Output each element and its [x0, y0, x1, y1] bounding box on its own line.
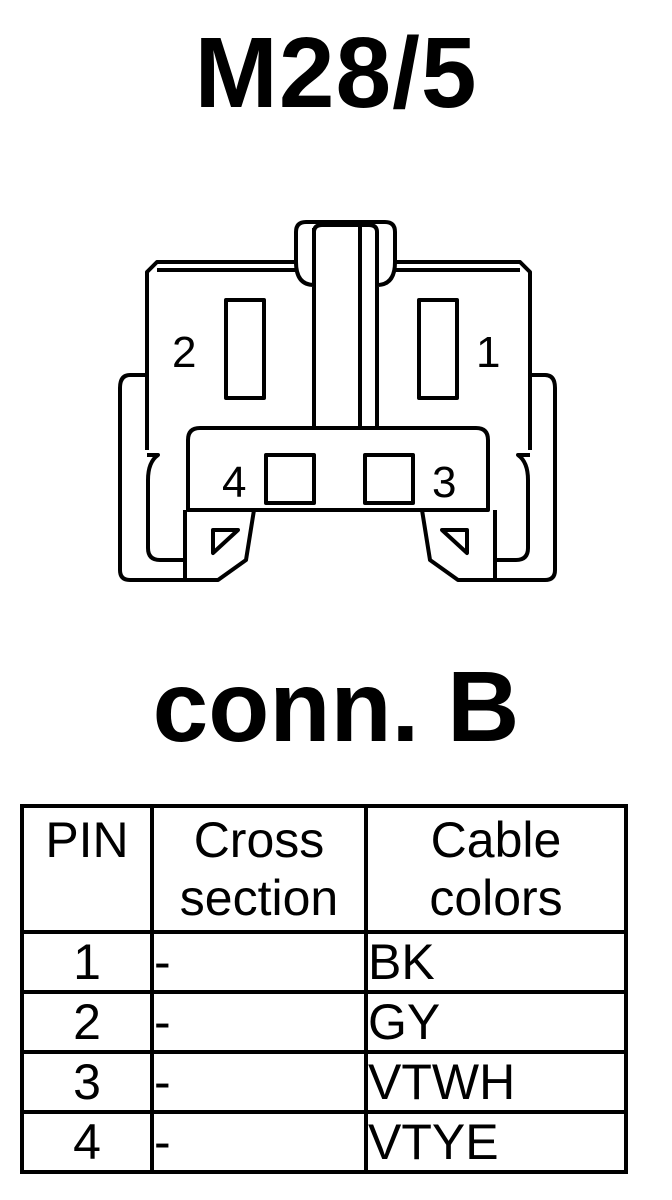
- right-flange: [495, 373, 557, 582]
- cable-color-cell: VTWH: [364, 1050, 628, 1114]
- pin-cell: 4: [20, 1110, 154, 1174]
- header-color-line2: colors: [429, 870, 563, 926]
- header-color-line1: Cable: [430, 812, 562, 868]
- cable-color-cell: BK: [364, 930, 628, 994]
- header-pin-line: PIN: [45, 812, 129, 868]
- table-row: 3 - VTWH: [20, 1050, 628, 1114]
- cross-section-cell: -: [150, 930, 368, 994]
- pin-4-cavity: [264, 453, 316, 505]
- table-row: 1 - BK: [20, 930, 628, 994]
- pin-table: PIN Cross section Cable colors 1 - BK 2 …: [20, 804, 628, 1174]
- connector-title: M28/5: [194, 17, 478, 129]
- cross-section-cell: -: [150, 1050, 368, 1114]
- pin-cell: 1: [20, 930, 154, 994]
- cable-color-cell: GY: [364, 990, 628, 1054]
- left-latch-tooth: [211, 528, 240, 555]
- pin-cell: 3: [20, 1050, 154, 1114]
- header-cross-line2: section: [179, 870, 339, 926]
- right-flange-inner: [495, 453, 530, 562]
- pin-2-cavity: [224, 298, 266, 400]
- header-pin: PIN: [20, 804, 154, 934]
- pin-label-2: 2: [172, 328, 196, 377]
- cross-section-cell: -: [150, 1110, 368, 1174]
- connector-label: conn. B: [152, 651, 520, 763]
- header-cable-colors: Cable colors: [364, 804, 628, 934]
- table-header-row: PIN Cross section Cable colors: [20, 804, 628, 934]
- header-cross-section: Cross section: [150, 804, 368, 934]
- lower-housing: [186, 426, 497, 582]
- header-cross-line1: Cross: [193, 812, 325, 868]
- pin-label-4: 4: [222, 458, 246, 507]
- cross-section-cell: -: [150, 990, 368, 1054]
- left-flange-inner: [146, 453, 185, 562]
- pin-label-1: 1: [476, 328, 500, 377]
- cable-color-cell: VTYE: [364, 1110, 628, 1174]
- upper-housing: [145, 220, 532, 450]
- connector-diagram: 2 1 4 3: [118, 220, 557, 582]
- table-row: 2 - GY: [20, 990, 628, 1054]
- left-flange: [118, 373, 185, 582]
- pin-3-cavity: [363, 453, 415, 505]
- pin-1-cavity: [417, 298, 459, 400]
- right-latch-tooth: [440, 528, 469, 555]
- pin-label-3: 3: [432, 458, 456, 507]
- center-latch: [294, 261, 316, 428]
- table-row: 4 - VTYE: [20, 1110, 628, 1174]
- pin-cell: 2: [20, 990, 154, 1054]
